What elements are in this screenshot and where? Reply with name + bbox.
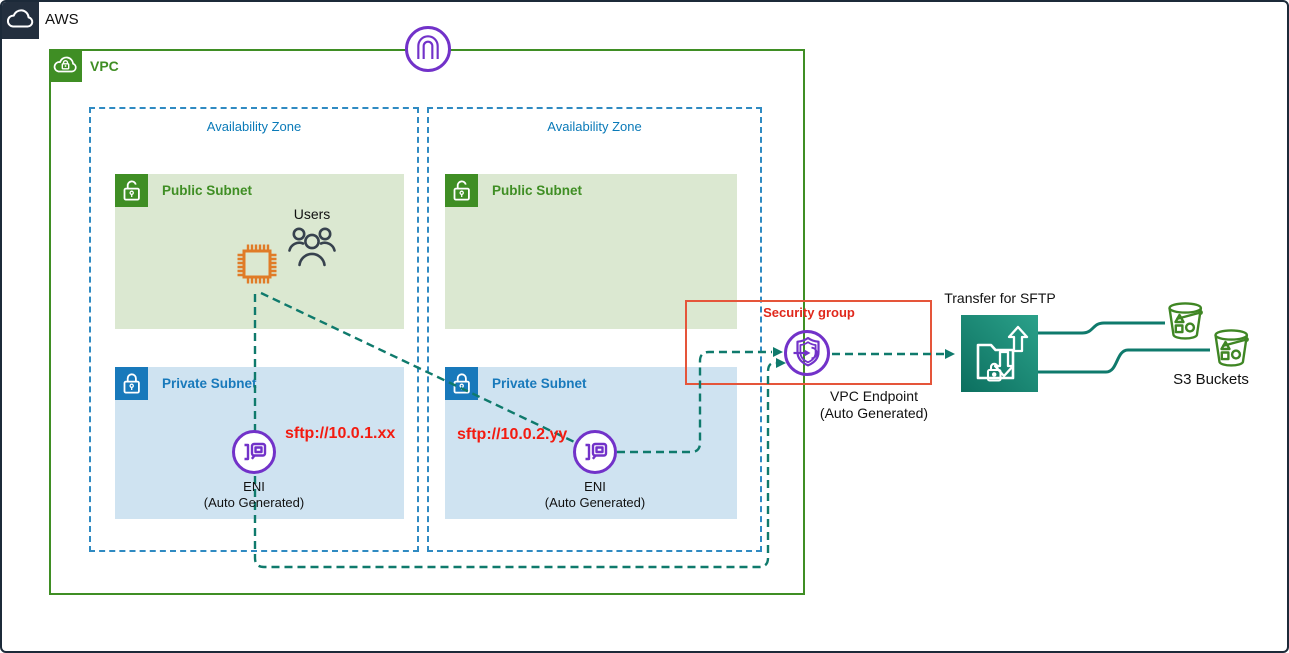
users-icon xyxy=(286,224,338,268)
private-subnet-label: Private Subnet xyxy=(162,376,257,391)
public-subnet-icon xyxy=(115,174,148,207)
s3-bucket-icon xyxy=(1162,299,1210,345)
vpc-endpoint-icon xyxy=(784,330,830,376)
users-label: Users xyxy=(293,206,331,222)
eni-label: ENI xyxy=(243,479,265,494)
sftp-endpoint-url-az2: sftp://10.0.2.yy xyxy=(457,426,568,443)
private-subnet-icon xyxy=(445,367,478,400)
availability-zone-label: Availability Zone xyxy=(206,119,302,134)
vpc-endpoint-sublabel: (Auto Generated) xyxy=(819,405,929,421)
vpc-label: VPC xyxy=(90,58,119,74)
line-transfer-to-bucket2 xyxy=(1038,348,1210,374)
transfer-for-sftp-icon xyxy=(961,315,1038,392)
arrowhead xyxy=(945,349,955,359)
public-subnet-icon xyxy=(445,174,478,207)
s3-buckets-label: S3 Buckets xyxy=(1173,371,1249,388)
eni-sublabel: (Auto Generated) xyxy=(544,495,646,510)
instance-chip-icon xyxy=(234,241,280,287)
private-subnet-icon xyxy=(115,367,148,400)
line-transfer-to-bucket1 xyxy=(1038,321,1165,335)
availability-zone-label: Availability Zone xyxy=(547,119,642,134)
security-group-label: Security group xyxy=(763,305,855,320)
sftp-endpoint-url-az1: sftp://10.0.1.xx xyxy=(285,425,396,442)
vpc-endpoint-label: VPC Endpoint xyxy=(830,388,918,404)
aws-logo xyxy=(2,2,39,39)
transfer-for-sftp-label: Transfer for SFTP xyxy=(944,290,1056,306)
public-subnet-label: Public Subnet xyxy=(162,183,253,198)
vpc-magnet-icon xyxy=(405,26,451,72)
vpc-icon xyxy=(49,49,82,82)
eni-label: ENI xyxy=(584,479,606,494)
s3-bucket-icon xyxy=(1208,326,1256,372)
eni-icon xyxy=(573,430,617,474)
eni-sublabel: (Auto Generated) xyxy=(203,495,305,510)
public-subnet-label: Public Subnet xyxy=(492,183,583,198)
private-subnet-label: Private Subnet xyxy=(492,376,587,391)
eni-icon xyxy=(232,430,276,474)
aws-label: AWS xyxy=(45,11,79,28)
aws-cloud-icon xyxy=(6,9,34,28)
